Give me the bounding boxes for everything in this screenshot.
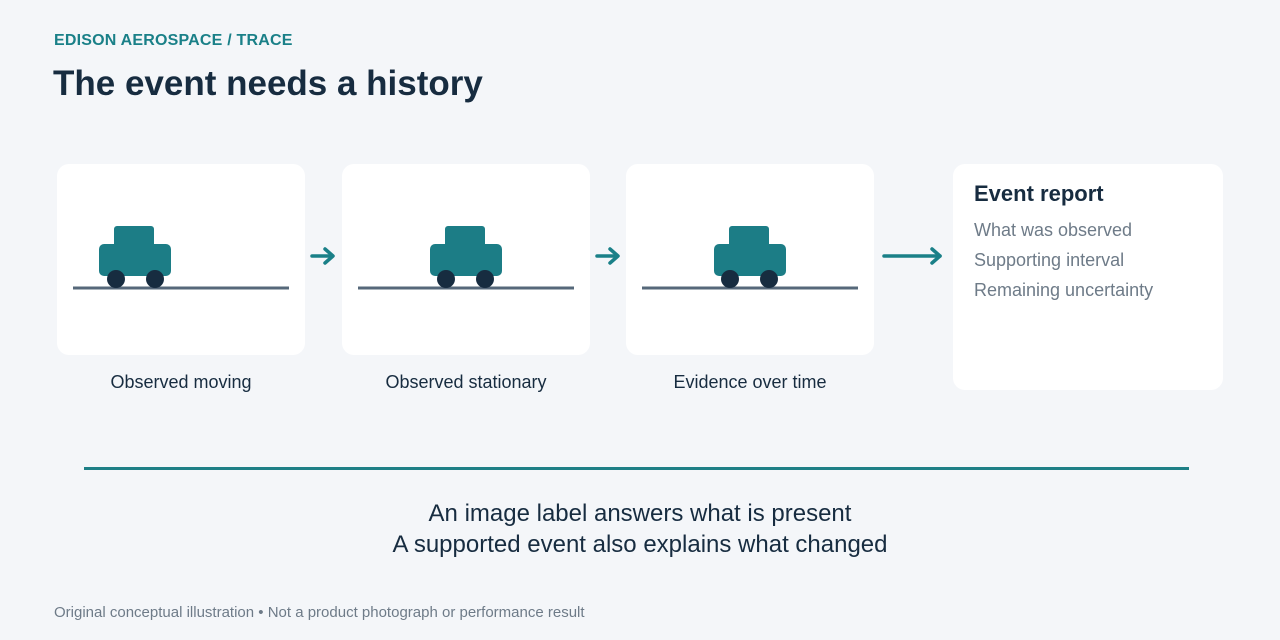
car-icon — [73, 226, 289, 290]
summary-line: An image label answers what is present — [428, 500, 852, 527]
step-panel-moving — [57, 164, 305, 355]
event-report-title: Event report — [974, 181, 1104, 206]
report-item: Remaining uncertainty — [974, 280, 1154, 300]
arrow-right-icon — [310, 247, 335, 265]
divider — [84, 467, 1189, 470]
report-item: What was observed — [974, 220, 1133, 240]
step-panel-stationary — [342, 164, 590, 355]
step-caption: Observed stationary — [385, 372, 547, 392]
page-title: The event needs a history — [53, 64, 483, 103]
event-report-card: Event report What was observed Supportin… — [953, 164, 1223, 390]
step-caption: Evidence over time — [673, 372, 827, 392]
car-icon — [642, 226, 858, 290]
eyebrow-label: EDISON AEROSPACE / TRACE — [54, 32, 293, 49]
step-caption: Observed moving — [110, 372, 252, 392]
footnote: Original conceptual illustration • Not a… — [54, 604, 585, 621]
report-item: Supporting interval — [974, 250, 1125, 270]
summary-line: A supported event also explains what cha… — [392, 531, 888, 558]
arrow-right-icon — [595, 247, 620, 265]
arrow-right-icon — [882, 247, 942, 265]
step-panel-evidence — [626, 164, 874, 355]
car-icon — [358, 226, 574, 290]
